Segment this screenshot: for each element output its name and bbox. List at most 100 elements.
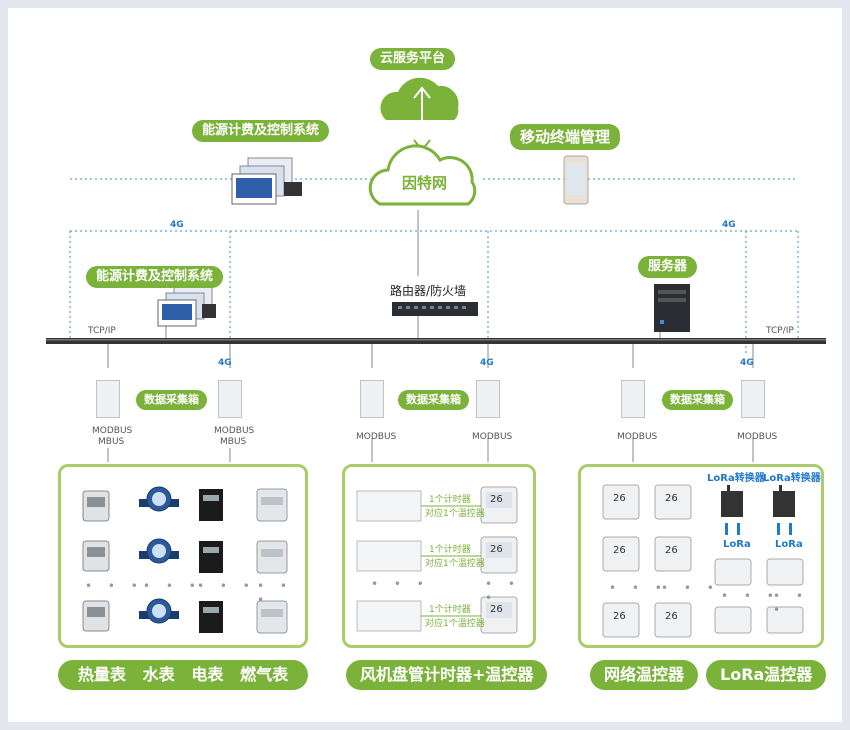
lora-label: LoRa (723, 539, 751, 550)
thermostat-icon (480, 486, 518, 524)
tcpip-right-label: TCP/IP (766, 326, 794, 336)
lora-thermostat-icon (766, 606, 804, 634)
4g-icon: 4G (170, 220, 184, 230)
network-lines (46, 77, 826, 462)
network-thermostat-icon (602, 602, 640, 638)
lora-signal-icon (725, 523, 740, 535)
bottom-label-network-thermostat: 网络温控器 (590, 660, 699, 690)
gas-meter-icon (256, 540, 288, 574)
data-collection-box (741, 380, 765, 418)
protocol-label: MBUS (220, 437, 247, 447)
energy-system-top-label: 能源计费及控制系统 (192, 120, 330, 142)
lora-converter-icon (721, 485, 743, 517)
thermostat-pair-label: 对应1个温控器 (425, 619, 485, 629)
thermostat-icon (480, 596, 518, 634)
water-meter-icon (139, 486, 179, 512)
ellipsis: • • • (485, 577, 521, 605)
ellipsis: • • • (85, 579, 144, 593)
network-thermostat-icon (602, 536, 640, 572)
lora-converter-icon (773, 485, 795, 517)
thermostat-pair-label: 对应1个温控器 (425, 509, 485, 519)
ellipsis: • • • (257, 579, 293, 607)
fan-coil-panel: 1个计时器 对应1个温控器 1个计时器 对应1个温控器 1个计时器 对应1个温控… (342, 464, 536, 648)
gas-meter-icon (256, 600, 288, 634)
electricity-meter-icon (199, 489, 223, 521)
thermostat-display: 26 (613, 611, 626, 622)
cloud-platform-label: 云服务平台 (370, 48, 456, 70)
server-icon (654, 284, 690, 332)
protocol-label: MODBUS (214, 426, 255, 436)
data-box-label: 数据采集箱 (398, 390, 469, 410)
timer-device-icon (356, 600, 422, 632)
timer-device-icon (356, 540, 422, 572)
internet-cloud-icon (368, 144, 477, 206)
electricity-meter-icon (199, 541, 223, 573)
protocol-label: MODBUS (356, 432, 397, 442)
data-collection-box (360, 380, 384, 418)
timer-label: 1个计时器 (429, 495, 471, 505)
timer-label: 1个计时器 (429, 545, 471, 555)
phone-icon (563, 155, 589, 205)
internet-label: 因特网 (402, 174, 448, 192)
water-meter-icon (139, 538, 179, 564)
data-collection-box (621, 380, 645, 418)
router-icon (392, 302, 478, 316)
heat-meter-icon (82, 490, 110, 522)
data-collection-box (218, 380, 242, 418)
meters-grid (82, 486, 288, 634)
fan-coil-grid (356, 486, 518, 634)
ellipsis: • • • (197, 579, 256, 593)
tcpip-left-label: TCP/IP (88, 326, 116, 336)
4g-icon: 4G (722, 220, 736, 230)
thermostat-display: 26 (490, 544, 503, 555)
network-thermostat-icon (602, 484, 640, 520)
data-box-label: 数据采集箱 (662, 390, 733, 410)
thermostat-grid (602, 484, 804, 638)
mobile-management-label: 移动终端管理 (510, 124, 621, 150)
thermostat-display: 26 (665, 545, 678, 556)
lora-label: LoRa (775, 539, 803, 550)
thermostat-icon (480, 536, 518, 574)
server-label: 服务器 (638, 256, 698, 278)
thermostat-display: 26 (490, 604, 503, 615)
water-meter-icon (139, 598, 179, 624)
protocol-label: MODBUS (617, 432, 658, 442)
lora-thermostat-icon (714, 606, 752, 634)
lora-signal-icon (777, 523, 792, 535)
lora-thermostat-icon (766, 558, 804, 586)
ellipsis: • • • (773, 589, 809, 617)
thermostat-display: 26 (613, 545, 626, 556)
cloud-top-icon (380, 77, 459, 152)
energy-system-mid-label: 能源计费及控制系统 (86, 266, 224, 288)
meters-panel: • • • • • • • • • • • • (58, 464, 308, 648)
heat-meter-icon (82, 540, 110, 572)
ellipsis: • • • (143, 579, 202, 593)
thermostat-display: 26 (665, 611, 678, 622)
thermostat-panel: LoRa转换器 LoRa转换器 LoRa LoRa 26 26 26 26 26… (578, 464, 824, 648)
data-box-label: 数据采集箱 (136, 390, 207, 410)
protocol-label: MODBUS (737, 432, 778, 442)
thermostat-display: 26 (490, 494, 503, 505)
4g-icon: 4G (740, 358, 754, 368)
network-thermostat-icon (654, 602, 692, 638)
network-thermostat-icon (654, 484, 692, 520)
lora-thermostat-icon (714, 558, 752, 586)
ellipsis: • • • (661, 581, 720, 595)
thermostat-display: 26 (613, 493, 626, 504)
bottom-label-fan-coil: 风机盘管计时器+温控器 (346, 660, 548, 690)
bottom-label-meters: 热量表 水表 电表 燃气表 (58, 660, 308, 690)
protocol-label: MODBUS (472, 432, 513, 442)
data-collection-box (476, 380, 500, 418)
heat-meter-icon (82, 600, 110, 632)
network-thermostat-icon (654, 536, 692, 572)
backbone-bus (46, 338, 826, 344)
gas-meter-icon (256, 488, 288, 522)
ellipsis: • • • (609, 581, 668, 595)
router-label: 路由器/防火墙 (390, 284, 467, 298)
ellipsis: • • • (721, 589, 780, 603)
data-collection-box (96, 380, 120, 418)
protocol-label: MBUS (98, 437, 125, 447)
electricity-meter-icon (199, 601, 223, 633)
timer-device-icon (356, 490, 422, 522)
timer-label: 1个计时器 (429, 605, 471, 615)
